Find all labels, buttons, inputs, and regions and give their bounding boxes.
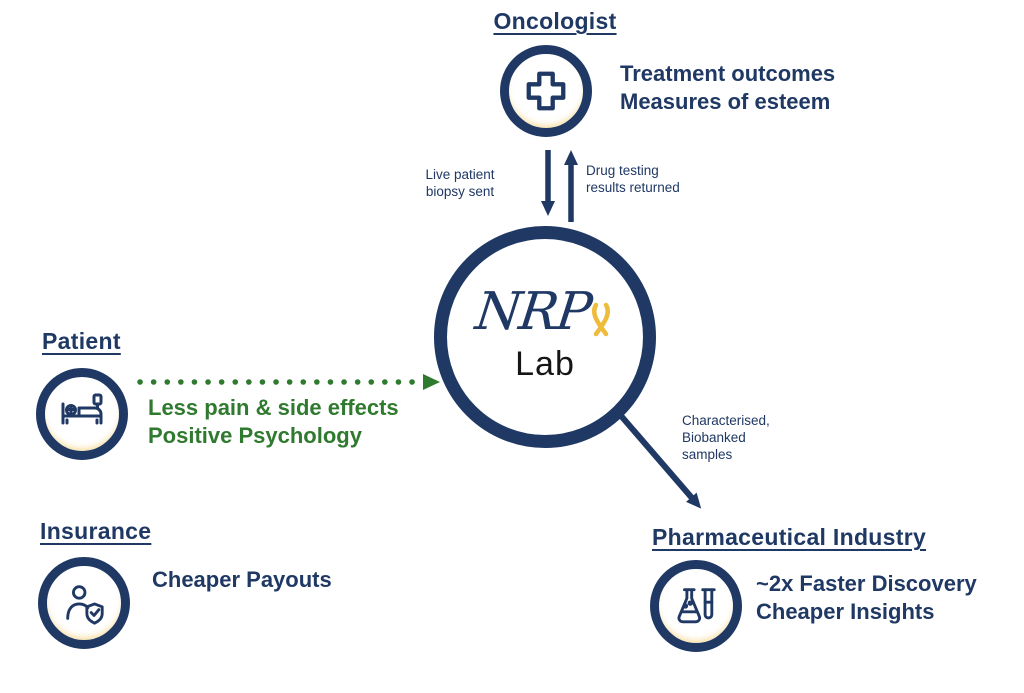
patient-bed-icon bbox=[58, 390, 106, 438]
center-lab-node: NRP Lab bbox=[434, 226, 656, 448]
arrow-label-biopsy: Live patient biopsy sent bbox=[425, 167, 495, 199]
oncologist-outcome-line2: Measures of esteem bbox=[620, 89, 831, 114]
ribbon-icon bbox=[588, 302, 614, 343]
oncologist-node bbox=[500, 45, 592, 137]
medical-cross-icon bbox=[523, 68, 569, 114]
nrp-logo: NRP bbox=[472, 282, 594, 342]
oncologist-title: Oncologist bbox=[493, 8, 617, 34]
patient-benefit-line1: Less pain & side effects bbox=[148, 395, 399, 420]
patient-node bbox=[36, 368, 128, 460]
lab-flask-icon bbox=[673, 583, 719, 629]
pharma-benefit-line1: ~2x Faster Discovery bbox=[756, 571, 977, 596]
arrow-samples bbox=[613, 408, 702, 509]
insurance-benefit: Cheaper Payouts bbox=[152, 566, 332, 594]
lab-label: Lab bbox=[515, 345, 575, 383]
person-shield-icon bbox=[61, 580, 107, 626]
insurance-title: Insurance bbox=[40, 518, 152, 544]
insurance-benefit-line1: Cheaper Payouts bbox=[152, 567, 332, 592]
oncologist-outcomes: Treatment outcomes Measures of esteem bbox=[620, 60, 835, 116]
arrow-label-results: Drug testing results returned bbox=[586, 163, 680, 195]
insurance-node bbox=[38, 557, 130, 649]
pharma-benefit-line2: Cheaper Insights bbox=[756, 599, 935, 624]
pharma-title: Pharmaceutical Industry bbox=[652, 524, 927, 550]
patient-title: Patient bbox=[42, 328, 121, 354]
pharma-benefits: ~2x Faster Discovery Cheaper Insights bbox=[756, 570, 977, 626]
patient-benefit-line2: Positive Psychology bbox=[148, 423, 362, 448]
arrow-label-samples: Characterised, Biobanked samples bbox=[682, 413, 770, 462]
patient-benefits: Less pain & side effects Positive Psycho… bbox=[148, 394, 399, 450]
pharma-node bbox=[650, 560, 742, 652]
oncologist-outcome-line1: Treatment outcomes bbox=[620, 61, 836, 86]
